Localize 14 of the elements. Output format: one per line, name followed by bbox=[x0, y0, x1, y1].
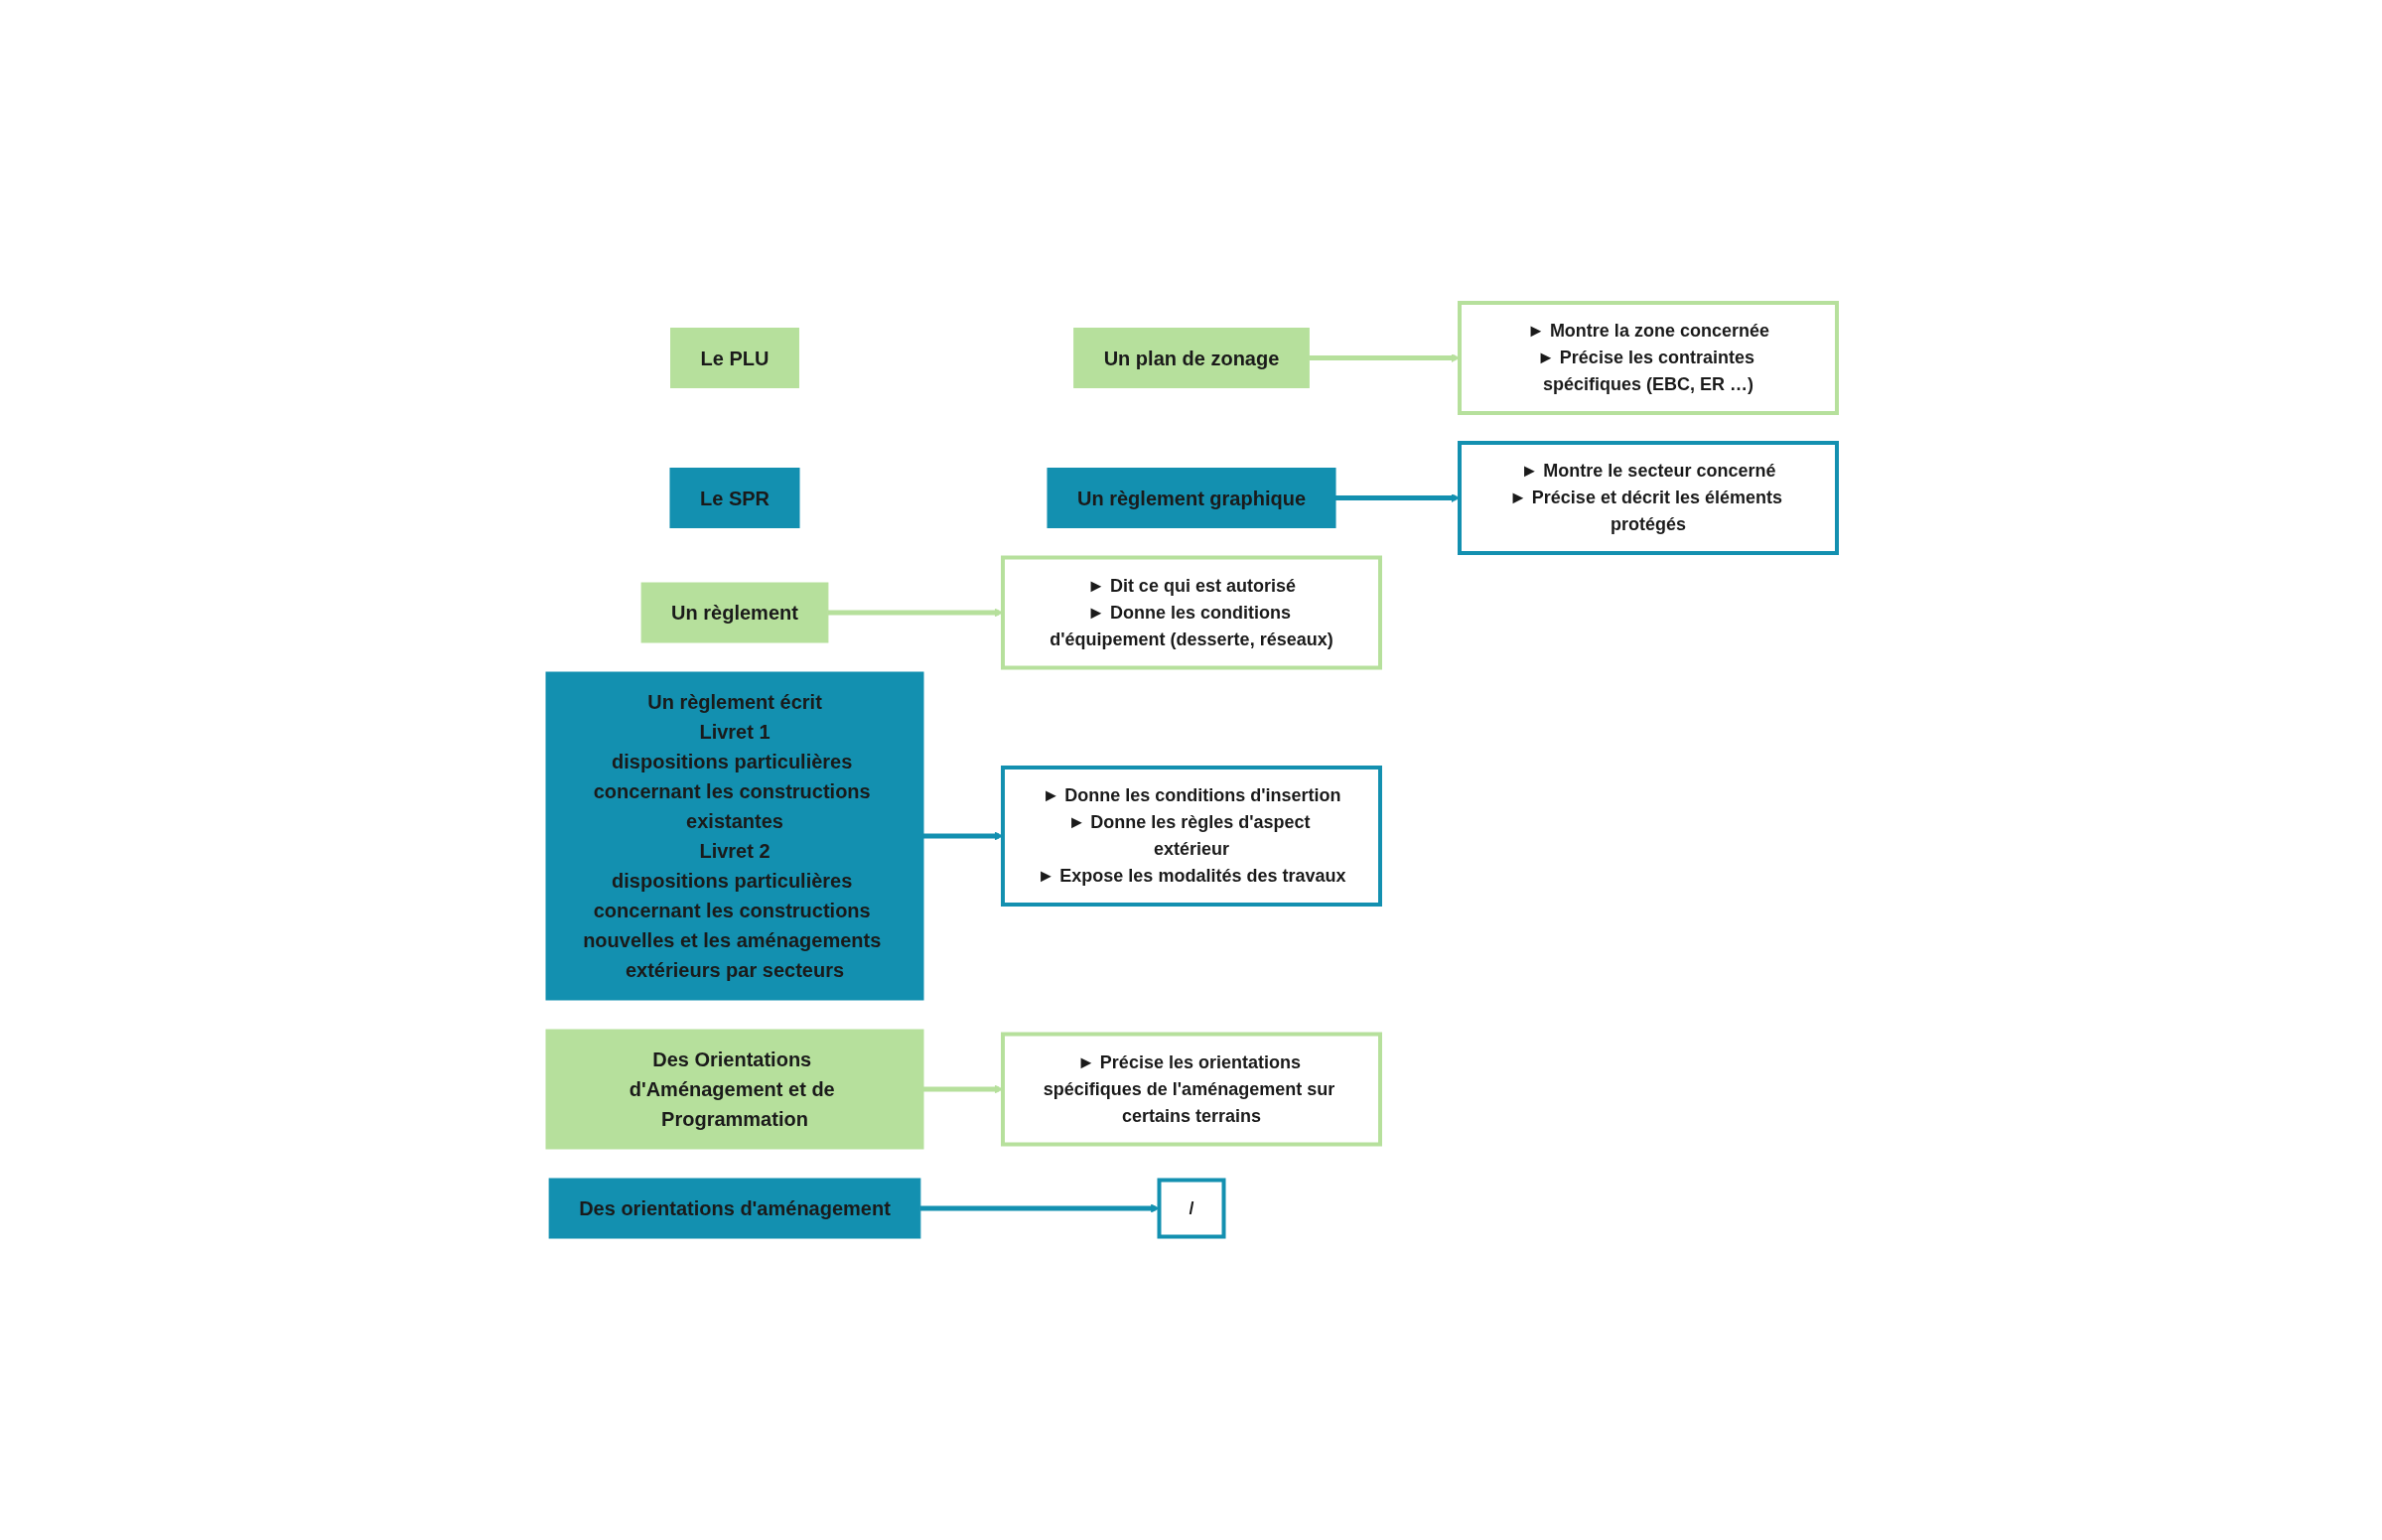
node-box: ► Montre la zone concernée ► Précise les contraintes spécifiques (EBC, ER …) bbox=[1457, 300, 1839, 415]
node-box: ► Dit ce qui est autorisé ► Donne les conditions d'équipement (desserte, réseaux) bbox=[1000, 555, 1382, 669]
node-box: Un règlement bbox=[640, 582, 828, 642]
node-box: ► Montre le secteur concerné ► Précise et décrit les éléments protégés bbox=[1457, 440, 1839, 555]
node-box: ► Donne les conditions d'insertion ► Donne les règles d'aspect extérieur ► Expose les modalités des travaux bbox=[1000, 765, 1382, 907]
node-box: Un règlement écrit Livret 1 dispositions particulières concernant les constructions existantes Livret 2 dispositions particulières concernant les constructions nouvelles et les aménagements extérieurs par secteurs bbox=[545, 671, 923, 1000]
node-box: Des orientations d'aménagement bbox=[548, 1178, 920, 1238]
node-box: ► Précise les orientations spécifiques de l'aménagement sur certains terrains bbox=[1000, 1032, 1382, 1146]
node-box: Un règlement graphique bbox=[1047, 467, 1335, 528]
node-box: / bbox=[1157, 1178, 1225, 1238]
node-box: Un plan de zonage bbox=[1072, 327, 1310, 388]
node-box: Le PLU bbox=[669, 327, 799, 388]
node-box: Des Orientations d'Aménagement et de Programmation bbox=[545, 1029, 923, 1149]
node-box: Le SPR bbox=[669, 467, 799, 528]
